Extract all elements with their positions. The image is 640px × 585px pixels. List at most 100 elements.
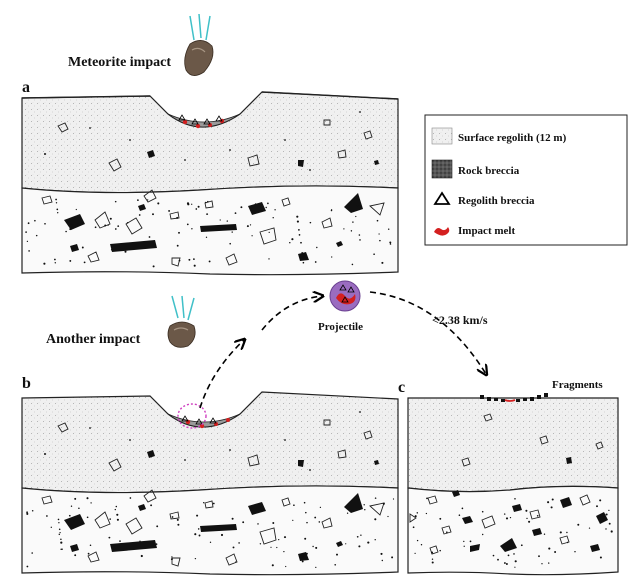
speckle-dot [514, 498, 516, 500]
speckle-dot [363, 504, 365, 506]
speckle-dot [345, 543, 347, 545]
speckle-dot [548, 562, 550, 564]
speckle-dot [148, 236, 151, 238]
legend-label-impact-melt: Impact melt [458, 225, 515, 237]
speckle-dot [551, 498, 554, 501]
speckle-dot [425, 512, 428, 515]
speckle-dot [57, 518, 60, 521]
title-another-impact: Another impact [46, 332, 141, 347]
speckle-dot [60, 541, 63, 544]
speckle-dot [46, 515, 48, 517]
speckle-dot [355, 215, 357, 218]
speckle-dot [69, 518, 71, 521]
speckle-dot [238, 542, 240, 544]
speckle-dot [381, 261, 384, 264]
speckle-dot [514, 560, 517, 563]
speckle-dot [431, 561, 434, 564]
speckle-dot [276, 546, 278, 549]
speckle-dot [69, 228, 72, 231]
speckle-dot [497, 558, 499, 561]
speckle-dot [112, 249, 114, 251]
speckle-dot [412, 526, 415, 529]
panel-b [21, 391, 399, 576]
speckle-dot [90, 502, 92, 504]
speckle-dot [176, 244, 179, 247]
speckle-dot [65, 230, 67, 233]
speckle-dot [196, 514, 199, 517]
speckle-dot [548, 547, 551, 550]
speckle-dot [68, 514, 71, 517]
excavation-highlight-circle [177, 403, 207, 429]
speckle-dot [104, 224, 107, 227]
speckle-dot [31, 552, 34, 554]
speckle-dot [26, 511, 29, 514]
speckle-dot [205, 236, 208, 238]
speckle-dot [44, 222, 46, 225]
speckle-dot [315, 546, 318, 549]
speckle-dot [234, 212, 237, 214]
speckle-dot [74, 497, 77, 500]
speckle-dot [81, 246, 84, 249]
meteorite-second [167, 295, 196, 348]
speckle-dot [520, 544, 523, 547]
speckle-dot [463, 545, 465, 547]
speckle-dot [78, 507, 80, 510]
speckle-dot [231, 231, 233, 233]
speckle-dot [272, 522, 275, 524]
speckle-dot [117, 225, 120, 227]
speckle-dot [481, 510, 484, 513]
speckle-dot [298, 234, 301, 236]
speckle-dot [566, 541, 569, 544]
speckle-dot [285, 565, 287, 568]
speckle-dot [206, 213, 209, 216]
speckle-dot [608, 522, 611, 525]
speckle-dot [71, 247, 74, 251]
speckle-dot [505, 517, 509, 520]
speckle-dot [563, 498, 566, 501]
speckle-dot [178, 231, 180, 234]
speckle-dot [350, 230, 353, 232]
panel-b-rock-dots [26, 497, 395, 569]
speckle-dot [356, 204, 359, 207]
panel-label-c: c [398, 379, 405, 396]
speckle-dot [596, 505, 598, 508]
speckle-dot [219, 219, 221, 221]
speckle-dot [387, 515, 389, 518]
speckle-dot [35, 234, 38, 237]
speckle-dot [61, 548, 63, 550]
speckle-dot [193, 258, 195, 260]
speckle-dot [343, 228, 345, 230]
speckle-dot [392, 498, 395, 500]
speckle-dot [108, 536, 111, 539]
speckle-dot [114, 228, 117, 230]
speckle-dot [431, 558, 434, 560]
speckle-dot [59, 531, 61, 534]
speckle-dot [152, 265, 155, 268]
speckle-dot [305, 511, 307, 514]
speckle-dot [198, 534, 201, 537]
speckle-dot [439, 517, 442, 520]
speckle-dot [50, 526, 52, 528]
panel-c-rock-clasts [409, 490, 608, 555]
speckle-dot [301, 555, 304, 558]
speckle-dot [197, 205, 200, 208]
speckle-dot [89, 544, 92, 546]
speckle-dot [259, 543, 262, 545]
speckle-dot [212, 502, 215, 505]
speckle-dot [246, 225, 249, 228]
speckle-dot [116, 513, 119, 516]
speckle-dot [376, 219, 379, 222]
speckle-dot [58, 528, 61, 531]
speckle-dot [147, 199, 149, 201]
speckle-dot [265, 206, 267, 209]
panel-label-b: b [22, 375, 31, 392]
panel-a-rock-dots [25, 198, 392, 268]
panel-a-surface-line [21, 91, 399, 100]
speckle-dot [507, 554, 510, 557]
speckle-dot [608, 509, 610, 512]
speckle-dot [293, 504, 295, 507]
speckle-dot [374, 539, 376, 541]
speckle-dot [86, 516, 89, 519]
speckle-dot [492, 554, 495, 557]
